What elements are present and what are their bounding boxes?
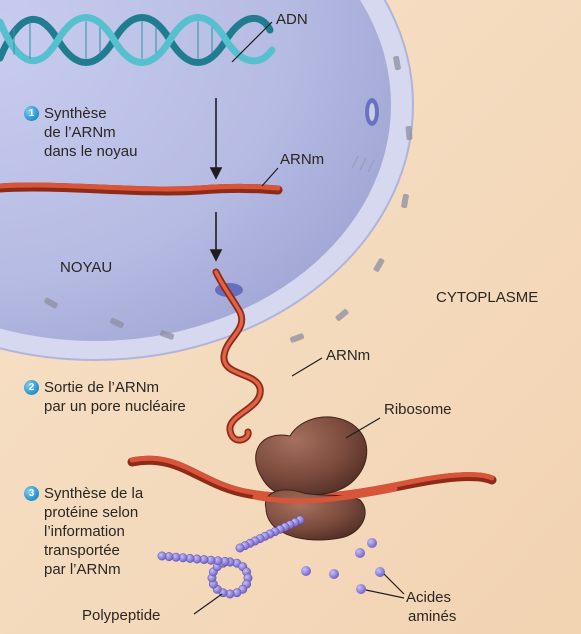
nuclear-pores [44, 55, 413, 343]
label-adn: ADN [276, 11, 308, 28]
label-arnm-top: ARNm [280, 151, 325, 168]
step-3-line: par l’ARNm [44, 561, 121, 578]
step-1: 1 Synthèse de l’ARNm dans le noyau [24, 104, 137, 161]
step-1-line: Synthèse [44, 105, 107, 122]
step-3-line: l’information [44, 523, 125, 540]
step-2: 2 Sortie de l’ARNm par un pore nucléaire [24, 378, 186, 416]
flow-arrows [209, 98, 223, 262]
mrna-nucleus [0, 182, 283, 196]
amino-acid-bead [235, 543, 245, 553]
label-acides-line2: aminés [408, 608, 457, 625]
step-3: 3 Synthèse de la protéine selon l’inform… [24, 484, 143, 579]
leader-lines [193, 21, 405, 615]
step-3-badge: 3 [24, 486, 39, 501]
mrna-front [252, 486, 398, 504]
free-amino-acids [301, 538, 385, 594]
envelope-hatch [351, 155, 375, 173]
mrna-coil [212, 268, 264, 444]
label-polypeptide: Polypeptide [82, 607, 161, 624]
step-2-badge: 2 [24, 380, 39, 395]
nucleus [0, 0, 414, 361]
amino-acid-bead [157, 551, 167, 561]
label-cytoplasme: CYTOPLASME [436, 289, 539, 306]
step-1-line: de l’ARNm [44, 124, 116, 141]
step-2-line: Sortie de l’ARNm [44, 379, 160, 396]
step-2-line: par un pore nucléaire [44, 398, 186, 415]
label-acides-line1: Acides [406, 589, 452, 606]
label-acides-amines: Acides aminés [406, 588, 456, 626]
polypeptide-chain [157, 515, 305, 599]
label-arnm-mid: ARNm [326, 347, 371, 364]
step-3-line: protéine selon [44, 504, 139, 521]
step-1-badge: 1 [24, 106, 39, 121]
label-noyau: NOYAU [60, 259, 113, 276]
step-3-line: Synthèse de la [44, 485, 144, 502]
label-ribosome: Ribosome [384, 401, 452, 418]
step-3-line: transportée [44, 542, 120, 559]
dna-helix [0, 14, 276, 66]
step-1-line: dans le noyau [44, 143, 138, 160]
